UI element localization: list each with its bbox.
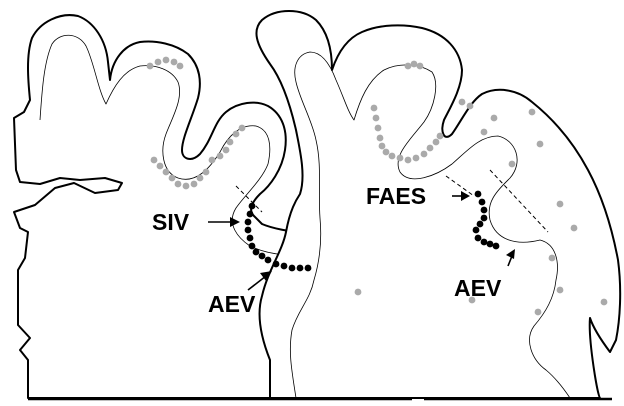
labeled-neuron-dot (245, 227, 252, 234)
labeled-neuron-dot (297, 265, 304, 272)
unlabeled-neuron-dot (529, 109, 536, 116)
unlabeled-neuron-dot (509, 161, 516, 168)
labeled-neuron-dot (289, 265, 296, 272)
labeled-neuron-dot (247, 235, 254, 242)
unlabeled-neuron-dot (411, 61, 418, 68)
siv-label: SIV (152, 209, 190, 235)
right-brain-section (256, 11, 620, 398)
unlabeled-neuron-dot (233, 131, 240, 138)
unlabeled-neuron-dot (601, 299, 608, 306)
unlabeled-neuron-dot (191, 181, 198, 188)
labeled-neuron-dot (281, 263, 288, 270)
unlabeled-neuron-dot (155, 59, 162, 66)
unlabeled-neuron-dot (383, 149, 390, 156)
unlabeled-neuron-dot (217, 153, 224, 160)
unlabeled-neuron-dot (557, 201, 564, 208)
unlabeled-neuron-dot (209, 157, 216, 164)
labeled-neuron-dot (265, 257, 272, 264)
unlabeled-neuron-dot (481, 129, 488, 136)
unlabeled-neuron-dot (405, 63, 412, 70)
unlabeled-neuron-dot (157, 163, 164, 170)
labeled-neuron-dot (493, 243, 500, 250)
labeled-neuron-dot (247, 211, 254, 218)
unlabeled-neuron-dot (433, 139, 440, 146)
unlabeled-neuron-dot (239, 125, 246, 132)
unlabeled-neuron-dot (227, 139, 234, 146)
labeled-neuron-dot (481, 239, 488, 246)
unlabeled-neuron-dot (405, 157, 412, 164)
labeled-neuron-dot (259, 253, 266, 260)
unlabeled-neuron-dot (413, 155, 420, 162)
unlabeled-neuron-dot (417, 63, 424, 70)
unlabeled-neuron-dot (177, 63, 184, 70)
right-cortex-outline (256, 11, 620, 398)
aev-right-label: AEV (454, 275, 502, 301)
unlabeled-neuron-dot (355, 289, 362, 296)
unlabeled-neuron-dot (459, 99, 466, 106)
labeled-neuron-dot (249, 243, 256, 250)
unlabeled-neuron-dot (163, 169, 170, 176)
unlabeled-neuron-dot (169, 175, 176, 182)
labeled-neuron-dot (479, 199, 486, 206)
unlabeled-neuron-dot (535, 309, 542, 316)
labeled-neuron-dot (481, 207, 488, 214)
unlabeled-neuron-dot (151, 157, 158, 164)
labeled-neuron-dot (481, 215, 488, 222)
unlabeled-neuron-dot (147, 63, 154, 70)
unlabeled-neuron-dot (549, 255, 556, 262)
labeled-neuron-dot (245, 219, 252, 226)
unlabeled-neuron-dot (379, 143, 386, 150)
unlabeled-neuron-dot (373, 115, 380, 122)
labeled-neuron-dot (475, 235, 482, 242)
labeled-neuron-dot (253, 249, 260, 256)
unlabeled-neuron-dot (571, 225, 578, 232)
unlabeled-neuron-dot (375, 125, 382, 132)
labeled-neuron-dot (473, 227, 480, 234)
unlabeled-neuron-dot (467, 103, 474, 110)
aev-left-label: AEV (208, 291, 256, 317)
labeled-neuron-dot (487, 241, 494, 248)
labeled-neuron-dot (273, 261, 280, 268)
unlabeled-neuron-dot (421, 151, 428, 158)
unlabeled-neuron-dot (163, 57, 170, 64)
labeled-neuron-dot (477, 221, 484, 228)
unlabeled-neuron-dot (371, 105, 378, 112)
unlabeled-neuron-dot (223, 147, 230, 154)
unlabeled-neuron-dot (397, 155, 404, 162)
unlabeled-neuron-dot (427, 145, 434, 152)
unlabeled-neuron-dot (377, 135, 384, 142)
labeled-neuron-dot (305, 265, 312, 272)
unlabeled-neuron-dot (537, 141, 544, 148)
labeled-neuron-dot (249, 203, 256, 210)
unlabeled-neuron-dot (183, 183, 190, 190)
labeled-neuron-dot (475, 191, 482, 198)
unlabeled-neuron-dot (203, 169, 210, 176)
faes-label: FAES (366, 183, 426, 209)
unlabeled-neuron-dot (197, 175, 204, 182)
unlabeled-neuron-dot (389, 153, 396, 160)
unlabeled-neuron-dot (171, 59, 178, 66)
unlabeled-neuron-dot (437, 133, 444, 140)
unlabeled-neuron-dot (557, 287, 564, 294)
unlabeled-neuron-dot (175, 181, 182, 188)
unlabeled-neuron-dot (491, 115, 498, 122)
